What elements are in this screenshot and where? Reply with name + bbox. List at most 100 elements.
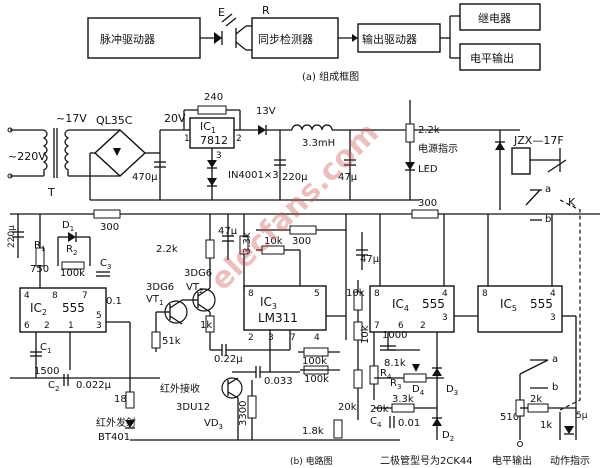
ic3-box bbox=[243, 285, 327, 331]
ic4-pin6: 6 bbox=[398, 321, 404, 331]
relay-a-label: a bbox=[545, 184, 551, 195]
ic5-box bbox=[477, 285, 563, 333]
diode-note: 二极管型号为2CK44 bbox=[380, 454, 473, 467]
c1-label: C1 bbox=[40, 342, 51, 355]
ic3-r100k-b-label: 100k bbox=[304, 374, 329, 385]
ic4-r10k-b-label: 10k bbox=[360, 325, 371, 344]
r100k-label: 100k bbox=[60, 268, 85, 279]
r18-label: 18 bbox=[114, 394, 127, 405]
diodes-label: IN4001×3 bbox=[228, 170, 279, 181]
ic3-r10k-label: 10k bbox=[264, 236, 283, 247]
output-driver-label: 输出驱动器 bbox=[362, 32, 417, 46]
level-output-box bbox=[459, 43, 541, 71]
r3k3-ic4-label: 3.3k bbox=[392, 394, 414, 405]
ic5-pin8: 8 bbox=[482, 289, 488, 299]
c2-value: 0.022μ bbox=[76, 380, 112, 391]
c2-label: C2 bbox=[48, 380, 59, 393]
c3-value: 0.1 bbox=[106, 296, 122, 307]
ic4-r20k-a-label: 20k bbox=[338, 402, 357, 413]
pulse-driver-box bbox=[87, 17, 201, 59]
ic3-section: 300 10k IC3 LM311 8 5 2 3 7 4 100k 100k … bbox=[243, 213, 380, 385]
ic5-name: IC5 bbox=[500, 297, 517, 313]
ic5-pin3: 3 bbox=[550, 313, 556, 323]
ic2-pin6: 6 bbox=[24, 321, 30, 331]
ic4-box bbox=[369, 285, 455, 333]
d4-label: D4 bbox=[412, 384, 425, 397]
vd3-label: VD3 bbox=[204, 418, 223, 431]
footer: 二极管型号为2CK44 电平输出 动作指示 (b) 电路图 bbox=[290, 454, 590, 467]
c3-label: C3 bbox=[100, 258, 111, 271]
ic4-pin4: 4 bbox=[442, 289, 448, 299]
r3-label: R3 bbox=[390, 378, 401, 391]
ic4-name: IC4 bbox=[392, 297, 409, 313]
r2-label: R2 bbox=[66, 244, 77, 257]
v13-label: 13V bbox=[256, 106, 276, 117]
receiver-section: 18 红外发射 BT401 3DG6 VT1 51k 3DG6 VT2 2.2k… bbox=[96, 214, 400, 443]
c022-label: 0.22μ bbox=[214, 354, 243, 365]
r8k1-label: 8.1k bbox=[384, 358, 406, 369]
ic5-part: 555 bbox=[530, 297, 553, 311]
ic3-r300-label: 300 bbox=[292, 236, 311, 247]
r2k-label: 2k bbox=[530, 394, 542, 405]
vd3-part: 3DU12 bbox=[176, 402, 210, 413]
rectifier-label: QL35C bbox=[96, 114, 133, 127]
r750-label: 750 bbox=[30, 264, 49, 275]
bridge-rectifier bbox=[93, 129, 147, 177]
d1-label: D1 bbox=[62, 220, 74, 233]
power-supply: ~220V T ~17V QL35C 470μ 20V 240 bbox=[7, 92, 458, 201]
r1k-ic5-label: 1k bbox=[540, 420, 552, 431]
relay-dashed-link bbox=[559, 199, 581, 411]
ic1-pin1: 1 bbox=[184, 134, 190, 144]
ic2-section: 220μ 300 R1 750 D1 R2 100k C3 0.1 IC2 55… bbox=[7, 209, 300, 393]
inductor-label: 3.3mH bbox=[302, 138, 335, 149]
ic4-pin2: 2 bbox=[420, 321, 426, 331]
transformer-out-label: ~17V bbox=[56, 112, 87, 125]
ic3-pin4: 4 bbox=[314, 333, 320, 343]
relay-b2-label: b bbox=[552, 382, 558, 393]
transformer-label: T bbox=[47, 186, 55, 199]
ic2-pin8: 8 bbox=[52, 291, 58, 301]
ic5-section: IC5 555 8 4 3 510 2k 1k 5μ bbox=[477, 214, 588, 447]
label-e: E bbox=[218, 6, 225, 19]
sync-detector-label: 同步检测器 bbox=[258, 32, 313, 46]
c001-label: 0.01 bbox=[398, 418, 420, 429]
ir-emit-label: 红外发射 bbox=[96, 416, 136, 429]
ic4-pin8: 8 bbox=[374, 289, 380, 299]
r4-label: R4 bbox=[380, 368, 392, 381]
ic1-part: 7812 bbox=[200, 134, 228, 147]
c0033-label: 0.033 bbox=[264, 376, 293, 387]
ic2-pin4: 4 bbox=[24, 291, 30, 301]
ic3-c47-label: 47μ bbox=[360, 254, 380, 265]
c47-recv-label: 47μ bbox=[218, 226, 238, 237]
led-label: LED bbox=[418, 164, 438, 175]
relay-part-label: JZX—17F bbox=[513, 134, 564, 147]
ic4-r300-label: 300 bbox=[418, 198, 437, 209]
d2-label: D2 bbox=[442, 430, 454, 443]
ic4-c1000-label: 1000 bbox=[382, 330, 407, 341]
ic1-pin3: 3 bbox=[216, 151, 222, 161]
ic3-pin7: 7 bbox=[290, 333, 296, 343]
v20-label: 20V bbox=[164, 112, 186, 125]
ic2-pin7: 7 bbox=[82, 291, 88, 301]
ic1-pin2: 2 bbox=[236, 134, 242, 144]
inductor bbox=[291, 124, 333, 131]
vt2-part: 3DG6 bbox=[184, 268, 212, 279]
mains-label: ~220V bbox=[8, 150, 46, 163]
led-e-symbol bbox=[214, 32, 222, 44]
relay-box bbox=[459, 3, 541, 31]
r1k8-label: 1.8k bbox=[302, 426, 324, 437]
ic4-r10k-label: 10k bbox=[346, 288, 365, 299]
ic3-name: IC3 bbox=[260, 295, 277, 311]
c4-label: C4 bbox=[370, 416, 382, 429]
ic2-part: 555 bbox=[62, 301, 85, 315]
ic3-pin2: 2 bbox=[248, 333, 254, 343]
ic3-pin5: 5 bbox=[314, 289, 320, 299]
output-driver-box bbox=[357, 23, 441, 53]
ic3-r100k-a-label: 100k bbox=[302, 356, 327, 367]
ic4-pin3: 3 bbox=[442, 313, 448, 323]
r240 bbox=[197, 105, 227, 115]
r1-label: R1 bbox=[34, 240, 45, 253]
ic2-pin5: 5 bbox=[96, 311, 102, 321]
r51k-label: 51k bbox=[162, 336, 181, 347]
